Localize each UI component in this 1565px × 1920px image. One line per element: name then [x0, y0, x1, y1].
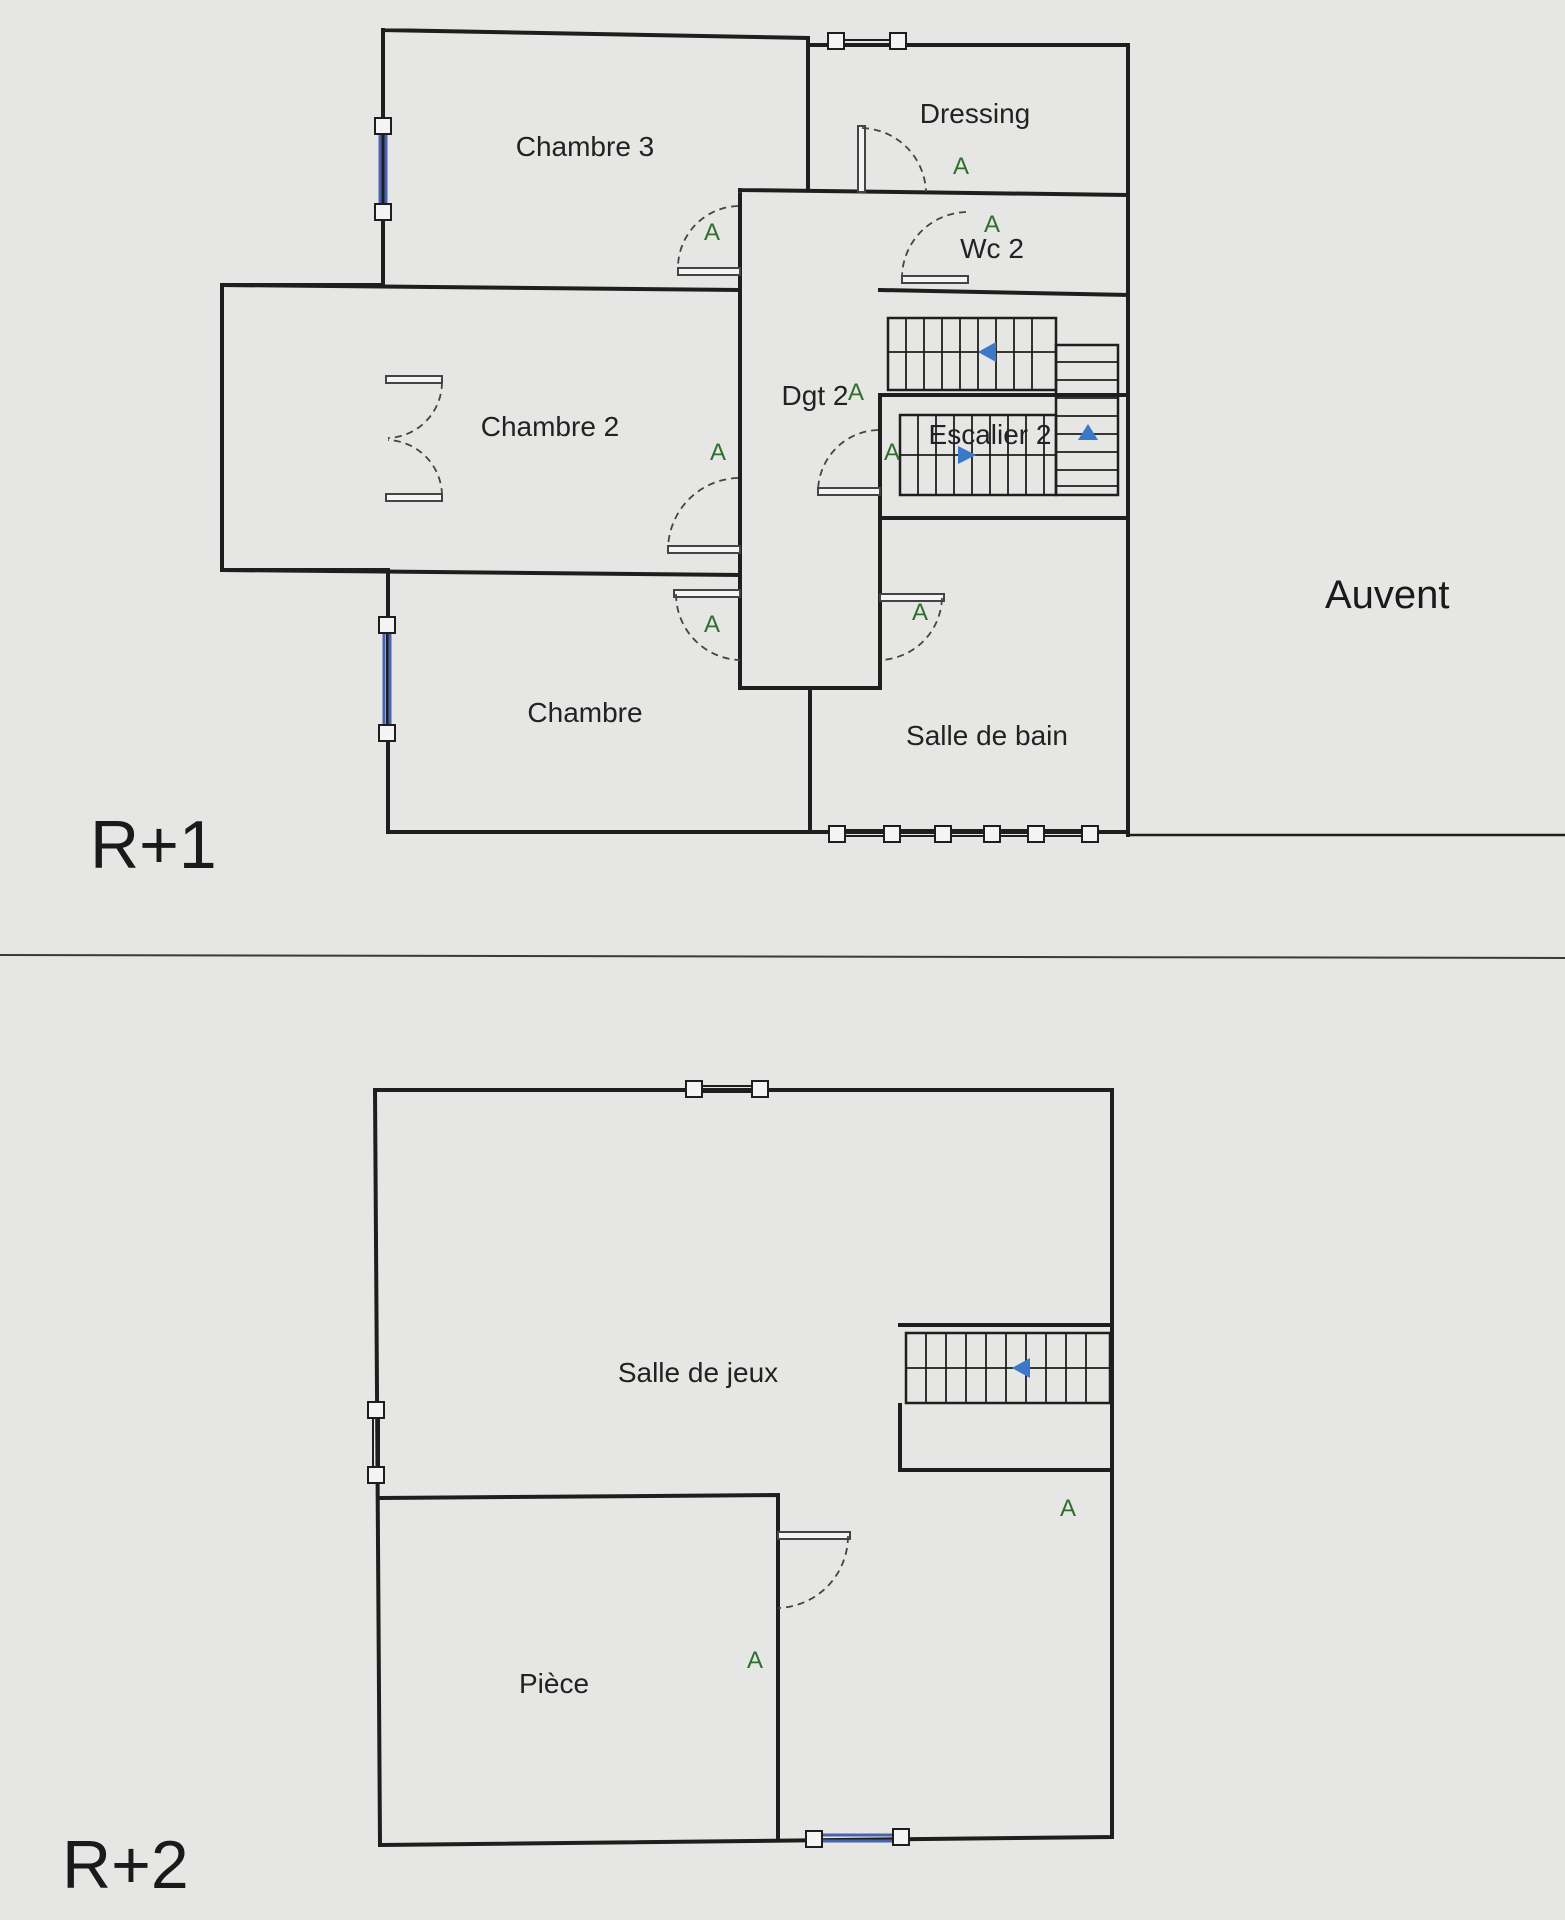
door-marker: A — [704, 611, 720, 638]
wall-r2-outer — [372, 1087, 1114, 1848]
window-r1-chambre — [378, 616, 396, 742]
wall-r1-wc-bottom — [877, 287, 1131, 298]
room-label-escalier2: Escalier 2 — [929, 419, 1052, 450]
room-label-piece: Pièce — [519, 1668, 589, 1699]
stair-arrow-left — [978, 342, 996, 362]
room-label-dressing: Dressing — [920, 98, 1030, 129]
level-divider — [0, 954, 1565, 959]
staircase-r1 — [886, 316, 1120, 497]
door-marker: A — [953, 153, 969, 180]
room-label-chambre3: Chambre 3 — [516, 131, 655, 162]
door-r1-chambre2-corridor — [667, 477, 741, 554]
label-auvent: Auvent — [1325, 573, 1450, 617]
window-r2-left — [367, 1401, 385, 1484]
door-r1-wc2 — [901, 211, 969, 284]
door-r1-dressing — [857, 125, 927, 193]
room-label-dgt2: Dgt 2 — [782, 380, 849, 411]
door-r1-chambre2-double — [385, 375, 443, 502]
door-marker: A — [912, 599, 928, 626]
door-marker: A — [884, 439, 900, 466]
room-label-salle-de-bain: Salle de bain — [906, 720, 1068, 751]
door-marker: A — [1060, 1495, 1076, 1522]
room-label-chambre: Chambre — [527, 697, 642, 728]
level-label-r2: R+2 — [62, 1827, 189, 1903]
window-r2-bottom — [805, 1828, 910, 1848]
plan-r1: Chambre 3 Dressing Wc 2 Chambre 2 Dgt 2 … — [90, 27, 1565, 883]
wall-r1-chambre3-bottom — [219, 282, 743, 293]
door-marker: A — [848, 379, 864, 406]
level-label-r1: R+1 — [90, 807, 217, 883]
plan-r2: Salle de jeux Pièce A A R+2 — [62, 1080, 1114, 1903]
room-label-salle-de-jeux: Salle de jeux — [618, 1357, 778, 1388]
stair-arrow-left — [1012, 1358, 1030, 1378]
door-r1-stairs — [817, 429, 881, 496]
wall-r2-stairwell — [898, 1323, 1114, 1472]
door-marker: A — [747, 1647, 763, 1674]
wall-r2-piece — [375, 1492, 780, 1842]
window-r2-top — [685, 1080, 769, 1098]
wall-r1-chambre2-bottom — [219, 567, 743, 578]
stair-arrow-right — [958, 446, 976, 464]
door-marker: A — [710, 439, 726, 466]
window-r1-top — [827, 32, 907, 50]
room-label-chambre2: Chambre 2 — [481, 411, 620, 442]
staircase-r2 — [904, 1331, 1112, 1405]
door-r1-chambre-corridor — [673, 589, 741, 661]
door-marker: A — [704, 219, 720, 246]
door-r1-bath — [879, 593, 945, 661]
window-r1-bath — [828, 825, 1099, 843]
door-r1-chambre3 — [677, 205, 741, 276]
window-r1-chambre3 — [374, 117, 392, 221]
door-r2-piece — [777, 1531, 851, 1609]
stair-arrow-up — [1078, 424, 1098, 440]
room-label-wc2: Wc 2 — [960, 233, 1024, 264]
door-marker: A — [984, 211, 1000, 238]
